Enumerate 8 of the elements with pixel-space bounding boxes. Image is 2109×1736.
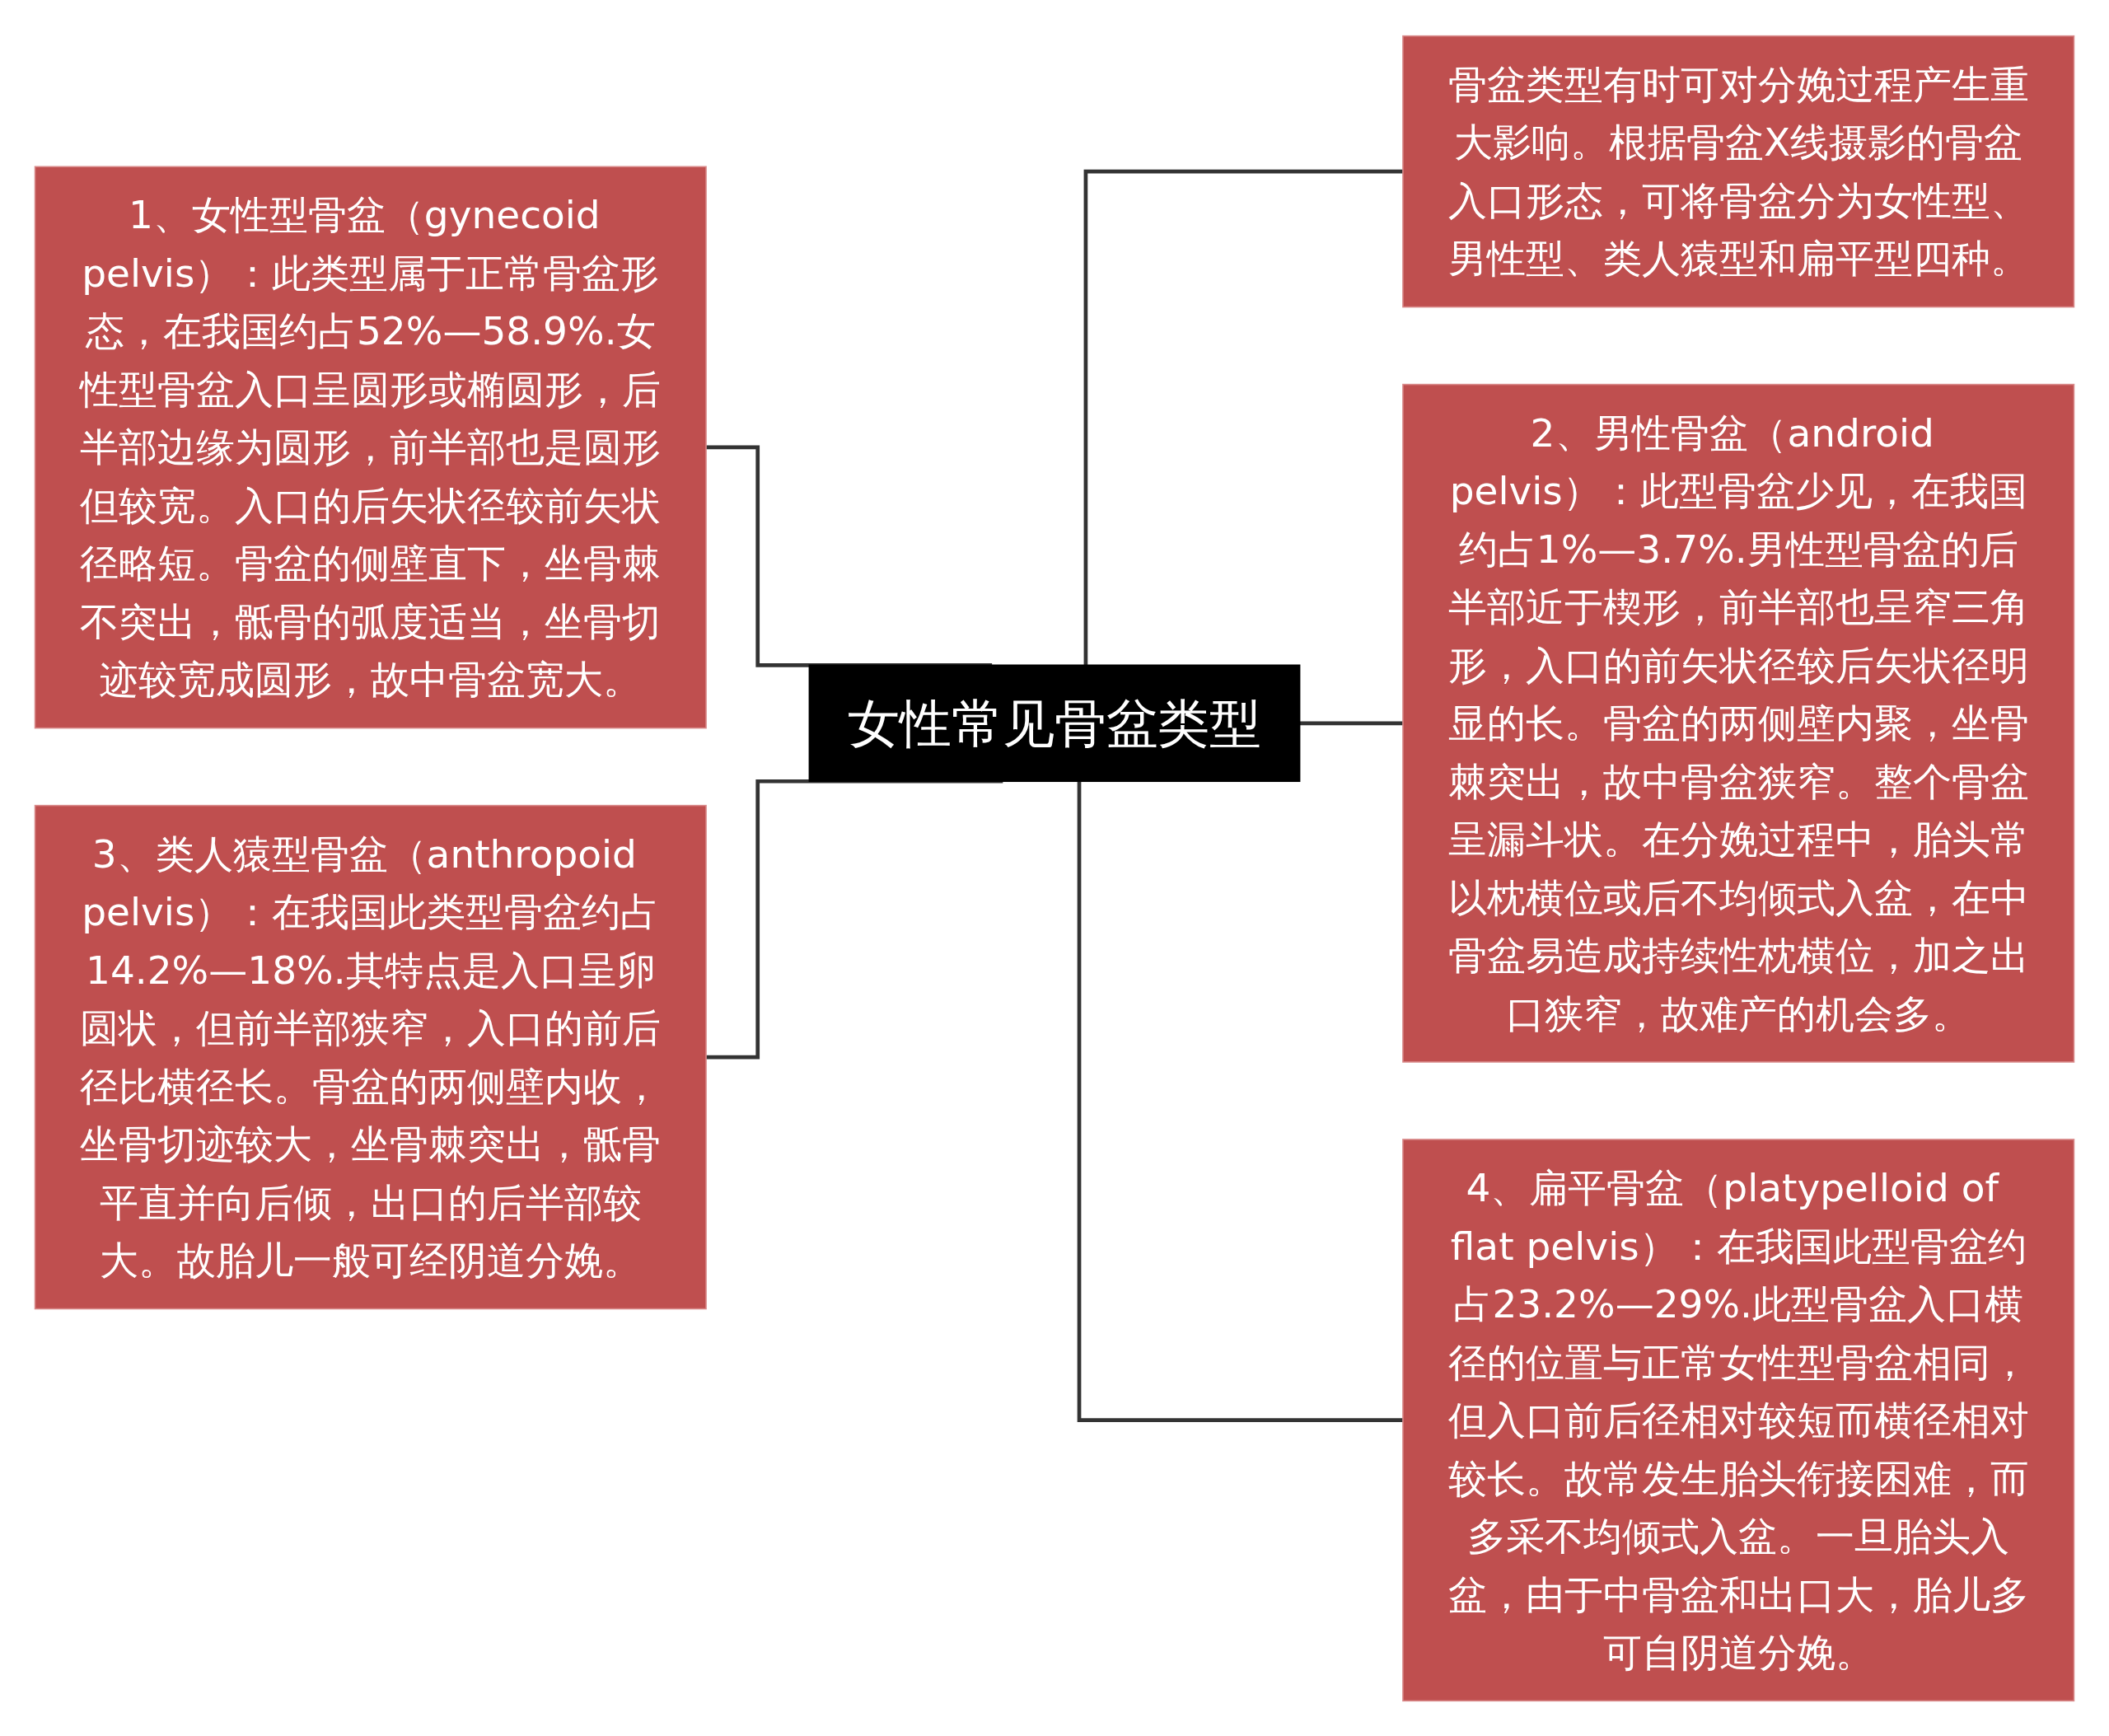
connector (1083, 169, 1403, 665)
node-box: 女性常见骨盆类型 (808, 664, 1301, 782)
node-box: 骨盆类型有时可对分娩过程产生重大影响。根据骨盆X线摄影的骨盆入口形态，可将骨盆分为女性型、男性型、类人猿型和扁平型四种。 (1402, 35, 2075, 307)
node-box: 1、女性型骨盆（gynecoid pelvis）：此类型属于正常骨盆形态，在我国约占52%—58.9%.女性型骨盆入口呈圆形或椭圆形，后半部边缘为圆形，前半部也是圆形但较宽。入口的后矢状径较前矢状径略短。骨盆的侧壁直下，坐骨棘不突出，骶骨的弧度适当，坐骨切迹较宽成圆形，故中骨盆宽大。 (34, 165, 707, 728)
node-box: 2、男性骨盆（android pelvis）：此型骨盆少见，在我国约占1%—3.7%.男性型骨盆的后半部近于楔形，前半部也呈窄三角形，入口的前矢状径较后矢状径明显的长。骨盆的两侧壁内聚，坐骨棘突出，故中骨盆狭窄。整个骨盆呈漏斗状。在分娩过程中，胎头常以枕横位或后不均倾式入盆，在中骨盆易造成持续性枕横位，加之出口狭窄，故难产的机会多。 (1402, 383, 2075, 1063)
connector (1077, 780, 1403, 1422)
node-box: 3、类人猿型骨盆（anthropoid pelvis）：在我国此类型骨盆约占14.2%—18%.其特点是入口呈卵圆状，但前半部狭窄，入口的前后径比横径长。骨盆的两侧壁内收，坐骨切迹较大，坐骨棘突出，骶骨平直并向后倾，出口的后半部较大。故胎儿一般可经阴道分娩。 (34, 804, 707, 1309)
node-box: 4、扁平骨盆（platypelloid of flat pelvis）：在我国此型骨盆约占23.2%—29%.此型骨盆入口横径的位置与正常女性型骨盆相同，但入口前后径相对较短而横径相对较长。故常发生胎头衔接困难，而多采不均倾式入盆。一旦胎头入盆，由于中骨盆和出口大，胎儿多可自阴道分娩。 (1402, 1138, 2075, 1701)
